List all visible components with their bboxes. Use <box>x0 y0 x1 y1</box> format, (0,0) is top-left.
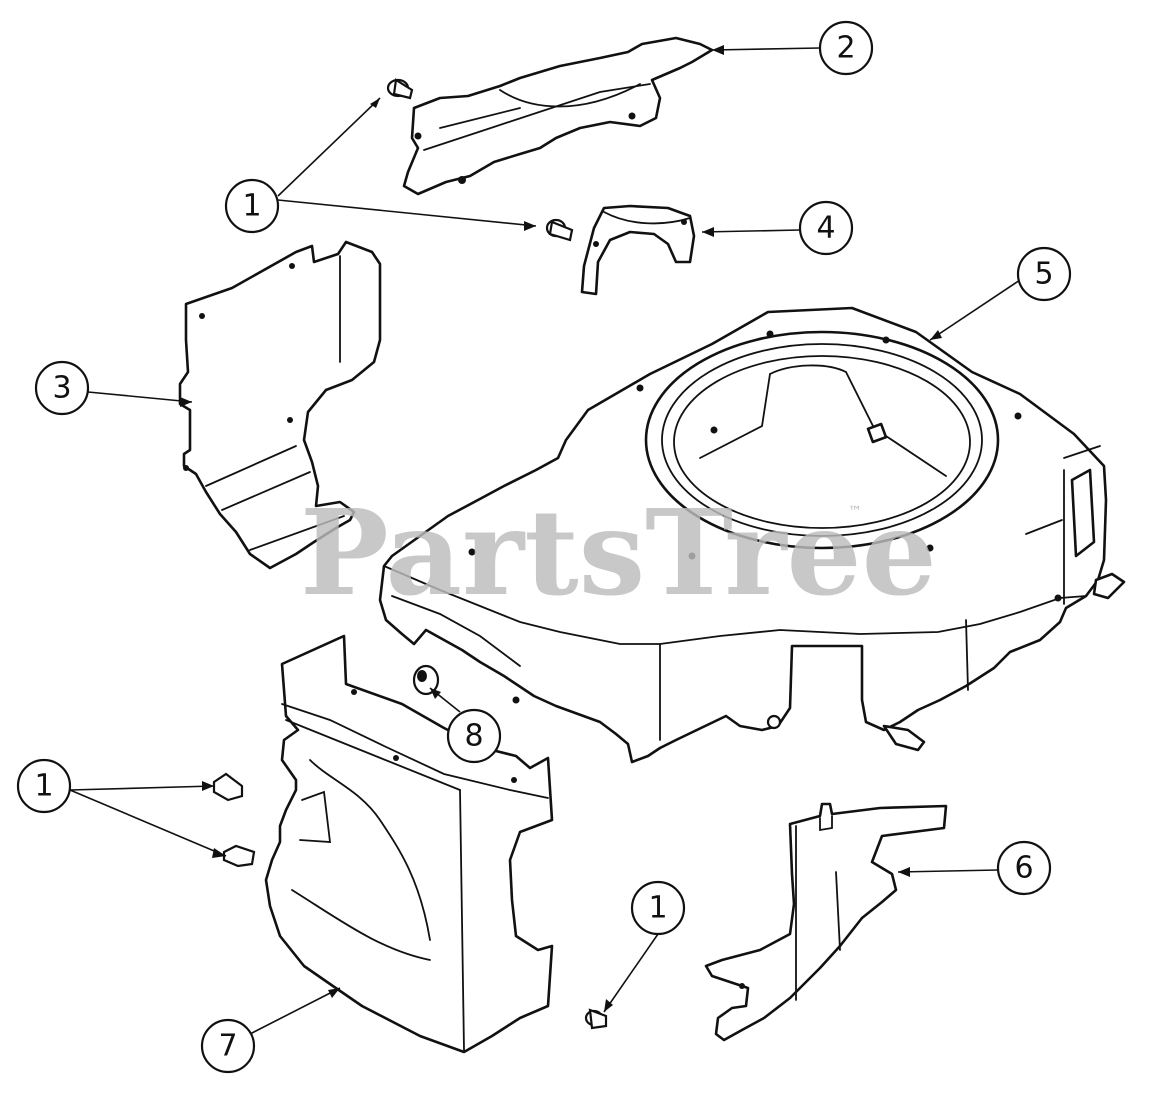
leader-lines <box>69 45 1021 1035</box>
callout-1-top: 1 <box>224 178 280 234</box>
part-2-upper-baffle <box>402 36 714 196</box>
callout-8-label: 8 <box>464 719 483 754</box>
watermark-text: PartsTree <box>300 483 937 622</box>
part-3-side-shield <box>178 240 382 570</box>
callout-4: 4 <box>798 200 854 256</box>
callout-2-label: 2 <box>836 31 855 66</box>
part-1-screw-mid <box>545 218 574 242</box>
part-4-small-baffle <box>580 204 696 296</box>
callout-6-label: 6 <box>1014 851 1033 886</box>
callout-1-left: 1 <box>16 758 72 814</box>
callout-8: 8 <box>446 708 502 764</box>
callout-5-label: 5 <box>1034 257 1053 292</box>
part-1-screw-left-b <box>222 844 256 868</box>
callout-3-label: 3 <box>52 371 71 406</box>
part-8-grommet <box>412 664 440 696</box>
part-1-screw-left-a <box>212 772 244 802</box>
callout-1-bottom: 1 <box>630 880 686 936</box>
callout-2: 2 <box>818 20 874 76</box>
callout-3: 3 <box>34 360 90 416</box>
callout-1-top-label: 1 <box>242 189 261 224</box>
part-1-screw-top <box>386 78 414 100</box>
part-6-bracket <box>704 802 948 1042</box>
part-5-blower-housing <box>378 306 1126 764</box>
callout-7-label: 7 <box>218 1029 237 1064</box>
callout-7: 7 <box>200 1018 256 1074</box>
watermark-trademark: ™ <box>848 504 862 520</box>
callout-5: 5 <box>1016 246 1072 302</box>
part-7-lower-shroud <box>264 634 554 1054</box>
part-1-screw-bottom <box>584 1008 608 1030</box>
callout-1-bottom-label: 1 <box>648 891 667 926</box>
callout-1-left-label: 1 <box>34 769 53 804</box>
watermark: PartsTree ™ <box>300 483 937 622</box>
callout-6: 6 <box>996 840 1052 896</box>
callout-4-label: 4 <box>816 211 835 246</box>
